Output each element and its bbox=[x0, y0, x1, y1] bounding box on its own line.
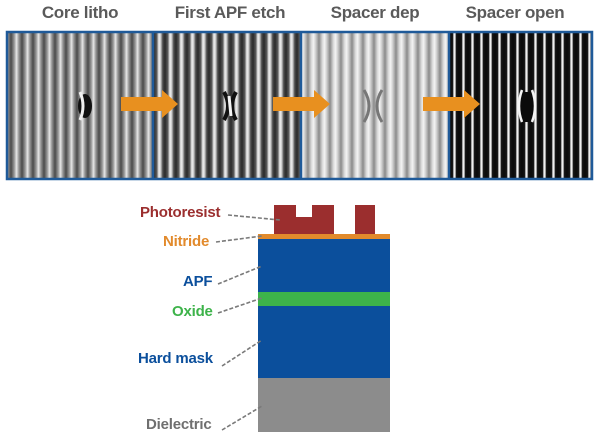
process-arrow-1 bbox=[121, 90, 178, 118]
label-nitride: Nitride bbox=[163, 233, 210, 250]
leader-lines bbox=[215, 214, 281, 431]
layer-apf bbox=[258, 239, 390, 292]
layer-photoresist-line bbox=[355, 205, 375, 234]
label-photoresist: Photoresist bbox=[140, 204, 221, 221]
label-dielectric: Dielectric bbox=[146, 416, 212, 433]
layer-photoresist bbox=[274, 205, 334, 234]
label-oxide: Oxide bbox=[172, 303, 213, 320]
label-apf: APF bbox=[183, 273, 213, 290]
layer-hard-mask bbox=[258, 306, 390, 378]
layer-oxide bbox=[258, 292, 390, 306]
process-arrow-2 bbox=[273, 90, 330, 118]
layer-dielectric bbox=[258, 378, 390, 432]
step-title-first-apf-etch: First APF etch bbox=[174, 3, 286, 22]
process-arrow-3 bbox=[423, 90, 480, 118]
step-title-spacer-open: Spacer open bbox=[465, 3, 565, 22]
step-title-core-litho: Core litho bbox=[41, 3, 119, 22]
film-stack bbox=[258, 205, 390, 432]
step-title-spacer-dep: Spacer dep bbox=[330, 3, 420, 22]
label-hard-mask: Hard mask bbox=[138, 350, 213, 367]
layer-nitride bbox=[258, 234, 390, 239]
